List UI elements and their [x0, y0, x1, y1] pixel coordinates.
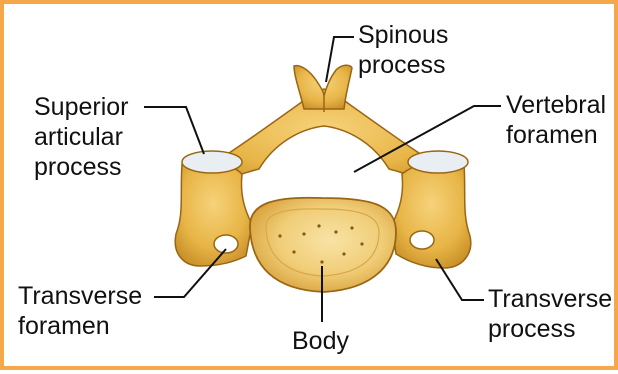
label-spinous-process: Spinous process: [358, 20, 448, 80]
left-articular-facet: [182, 151, 242, 173]
label-superior-articular-process: Superior articular process: [34, 92, 129, 182]
label-transverse-foramen: Transverse foramen: [18, 281, 142, 341]
right-articular-facet: [408, 151, 468, 173]
leader-superior-articular: [144, 107, 204, 154]
right-transverse-foramen-hole: [410, 231, 434, 249]
spinous-process-shape: [294, 65, 352, 109]
left-lateral-mass: [175, 162, 252, 266]
label-vertebral-foramen: Vertebral foramen: [506, 90, 606, 150]
right-lateral-mass: [392, 162, 471, 268]
label-body: Body: [292, 326, 349, 356]
label-transverse-process: Transverse process: [488, 284, 612, 344]
